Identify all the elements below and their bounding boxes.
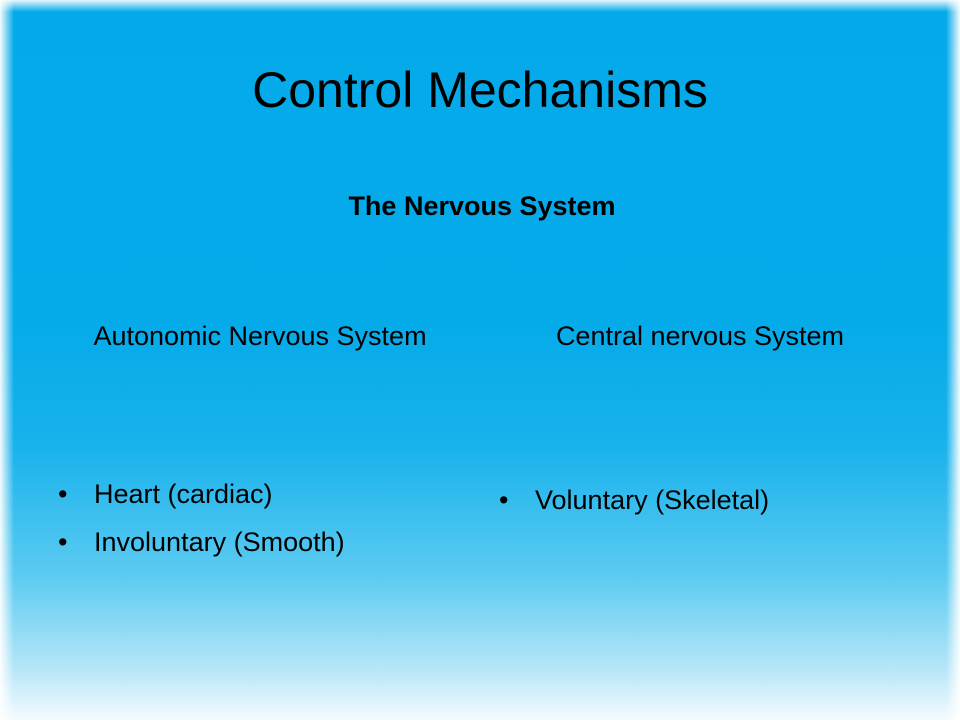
slide-left-edge (0, 0, 14, 720)
list-item: • Heart (cardiac) (58, 470, 345, 518)
right-bullet-list: • Voluntary (Skeletal) (499, 480, 769, 520)
list-item-text: Voluntary (Skeletal) (535, 485, 770, 515)
left-column-heading: Autonomic Nervous System (93, 321, 427, 351)
bullet-icon: • (499, 485, 509, 515)
left-bullet-list: • Heart (cardiac) • Involuntary (Smooth) (58, 470, 345, 566)
slide-top-edge (0, 0, 960, 12)
list-item-text: Heart (cardiac) (94, 479, 273, 509)
list-item: • Voluntary (Skeletal) (499, 480, 769, 520)
bullet-icon: • (58, 527, 68, 557)
list-item: • Involuntary (Smooth) (58, 518, 345, 566)
slide-title: Control Mechanisms (252, 62, 708, 118)
slide-subtitle: The Nervous System (348, 191, 616, 221)
list-item-text: Involuntary (Smooth) (94, 527, 345, 557)
bullet-icon: • (58, 479, 68, 509)
right-column-heading: Central nervous System (555, 321, 845, 351)
slide-right-edge (946, 0, 960, 720)
